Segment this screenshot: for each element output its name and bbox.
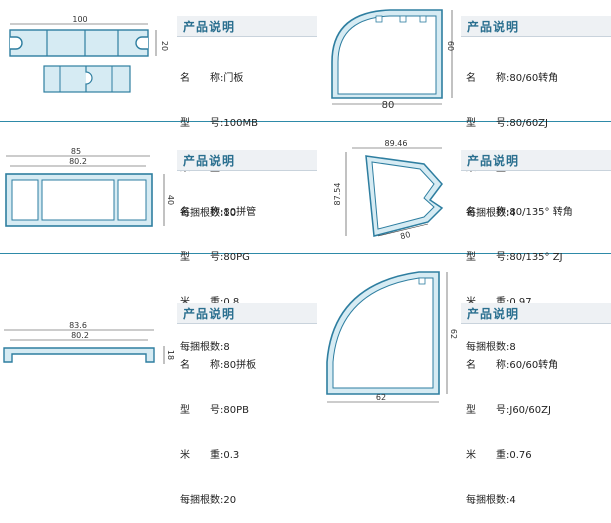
spec-count: 每捆根数:8 [180, 342, 230, 353]
product-header-title: 产品说明 [467, 20, 520, 34]
spec-weight: 米 重:0.76 [466, 450, 532, 461]
joint-panel-drawing: 83.6 80.2 18 [3, 321, 175, 364]
spec-model: 型 号:80PG [180, 252, 250, 263]
dim-label: 87.54 [333, 183, 342, 206]
spec-count: 每捆根数:4 [466, 208, 516, 219]
dim-label: 62 [376, 393, 386, 402]
dim-label: 80.2 [71, 331, 89, 340]
corner-80-60-drawing: 60 80 [331, 9, 455, 111]
dim-label: 83.6 [69, 321, 87, 330]
spec-weight: 米 重:0.97 [466, 295, 573, 310]
row-separator [0, 121, 611, 122]
spec-model: 型 号:100MB [180, 118, 258, 129]
product-header-title: 产品说明 [183, 154, 236, 168]
dim-label: 62 [449, 329, 458, 339]
product-header-title: 产品说明 [183, 307, 236, 321]
spec-count: 每捆根数:10 [180, 208, 237, 219]
spec-model: 型 号:J60/60ZJ [466, 405, 551, 416]
dim-label: 100 [72, 15, 87, 24]
product-header-title: 产品说明 [467, 154, 520, 168]
product-header: 产品说明 [177, 150, 317, 171]
spec-count: 每捆根数:8 [466, 342, 516, 353]
product-header: 产品说明 [461, 303, 611, 324]
dim-label: 80.2 [69, 157, 87, 166]
row-separator [0, 253, 611, 254]
spec-model: 型 号:80/135° ZJ [466, 252, 563, 263]
dim-label: 85 [71, 147, 81, 156]
corner-60-60-drawing: 62 62 [326, 271, 458, 403]
product-header-title: 产品说明 [183, 20, 236, 34]
spec-weight: 米 重:0.8 [180, 295, 256, 310]
product-header: 产品说明 [461, 16, 611, 37]
spec-model: 型 号:80/60ZJ [466, 118, 548, 129]
dim-label: 80 [382, 100, 395, 111]
spec-weight: 米 重:0.3 [180, 450, 240, 461]
product-header: 产品说明 [177, 16, 317, 37]
spec-model: 型 号:80PB [180, 405, 249, 416]
corner-80-135-drawing: 89.46 87.54 80 [333, 139, 444, 241]
product-spec-list: 名 称:80拼管 型 号:80PG 米 重:0.8 每捆根数:8 [180, 175, 256, 370]
spec-count: 每捆根数:4 [466, 495, 516, 506]
door-panel-drawing: 100 20 [9, 15, 169, 93]
spec-name: 名 称:80/135° 转角 [466, 207, 573, 218]
spec-count: 每捆根数:20 [180, 495, 237, 506]
dim-label: 40 [166, 195, 175, 205]
dim-label: 89.46 [385, 139, 408, 148]
dim-label: 80 [399, 230, 411, 241]
product-header: 产品说明 [177, 303, 317, 324]
joint-tube-drawing: 85 80.2 40 [5, 147, 175, 227]
dim-label: 18 [166, 350, 175, 360]
spec-name: 名 称:60/60转角 [466, 360, 559, 371]
product-header-title: 产品说明 [467, 307, 520, 321]
dim-label: 20 [160, 41, 169, 51]
product-spec-list: 名 称:60/60转角 型 号:J60/60ZJ 米 重:0.76 每捆根数:4 [466, 328, 558, 523]
dim-label: 60 [446, 41, 455, 51]
spec-name: 名 称:80拼板 [180, 360, 257, 371]
spec-name: 名 称:80/60转角 [466, 73, 559, 84]
product-spec-list: 名 称:80拼板 型 号:80PB 米 重:0.3 每捆根数:20 [180, 328, 256, 523]
spec-name: 名 称:80拼管 [180, 207, 257, 218]
spec-name: 名 称:门板 [180, 73, 244, 84]
product-header: 产品说明 [461, 150, 611, 171]
product-spec-list: 名 称:80/135° 转角 型 号:80/135° ZJ 米 重:0.97 每… [466, 175, 573, 370]
